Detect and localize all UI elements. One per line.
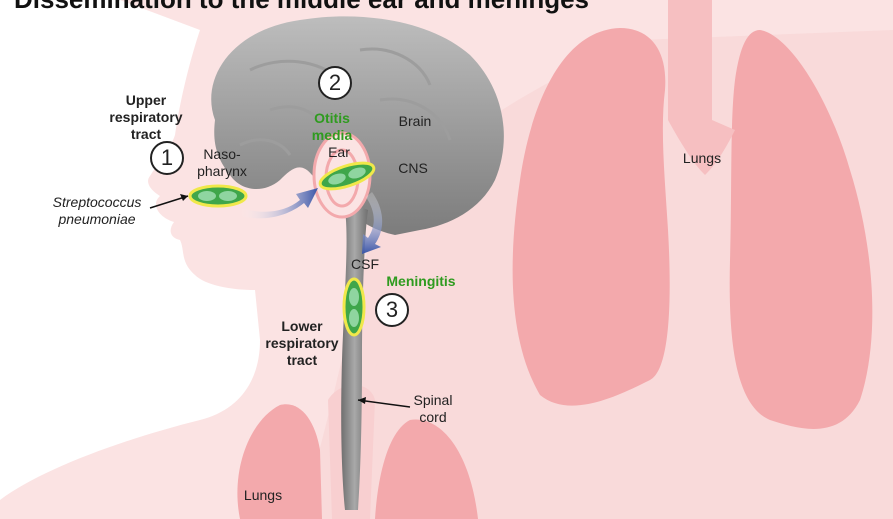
cns-label: CNS	[393, 160, 433, 177]
trachea	[668, 0, 712, 120]
upper-tract-label: Upper respiratory tract	[100, 92, 192, 143]
lungs-right-label: Lungs	[677, 150, 727, 167]
otitis-media-label: Otitis media	[300, 110, 364, 144]
meningitis-label: Meningitis	[376, 273, 466, 290]
step-2-badge: 2	[318, 66, 352, 100]
page-title: Dissemination to the middle ear and meni…	[14, 0, 589, 15]
step-3-badge: 3	[375, 293, 409, 327]
lungs-bottom-label: Lungs	[235, 487, 291, 504]
bacterium-icon	[190, 186, 246, 206]
spinal-cord-label: Spinal cord	[408, 392, 458, 426]
lower-tract-label: Lower respiratory tract	[258, 318, 346, 369]
csf-label: CSF	[345, 256, 385, 273]
bacterium-icon	[344, 279, 364, 335]
ear-label: Ear	[322, 144, 356, 161]
brain-label: Brain	[392, 113, 438, 130]
nasopharynx-label: Naso- pharynx	[190, 146, 254, 180]
bacterium-label: Streptococcus pneumoniae	[42, 194, 152, 228]
step-1-badge: 1	[150, 141, 184, 175]
